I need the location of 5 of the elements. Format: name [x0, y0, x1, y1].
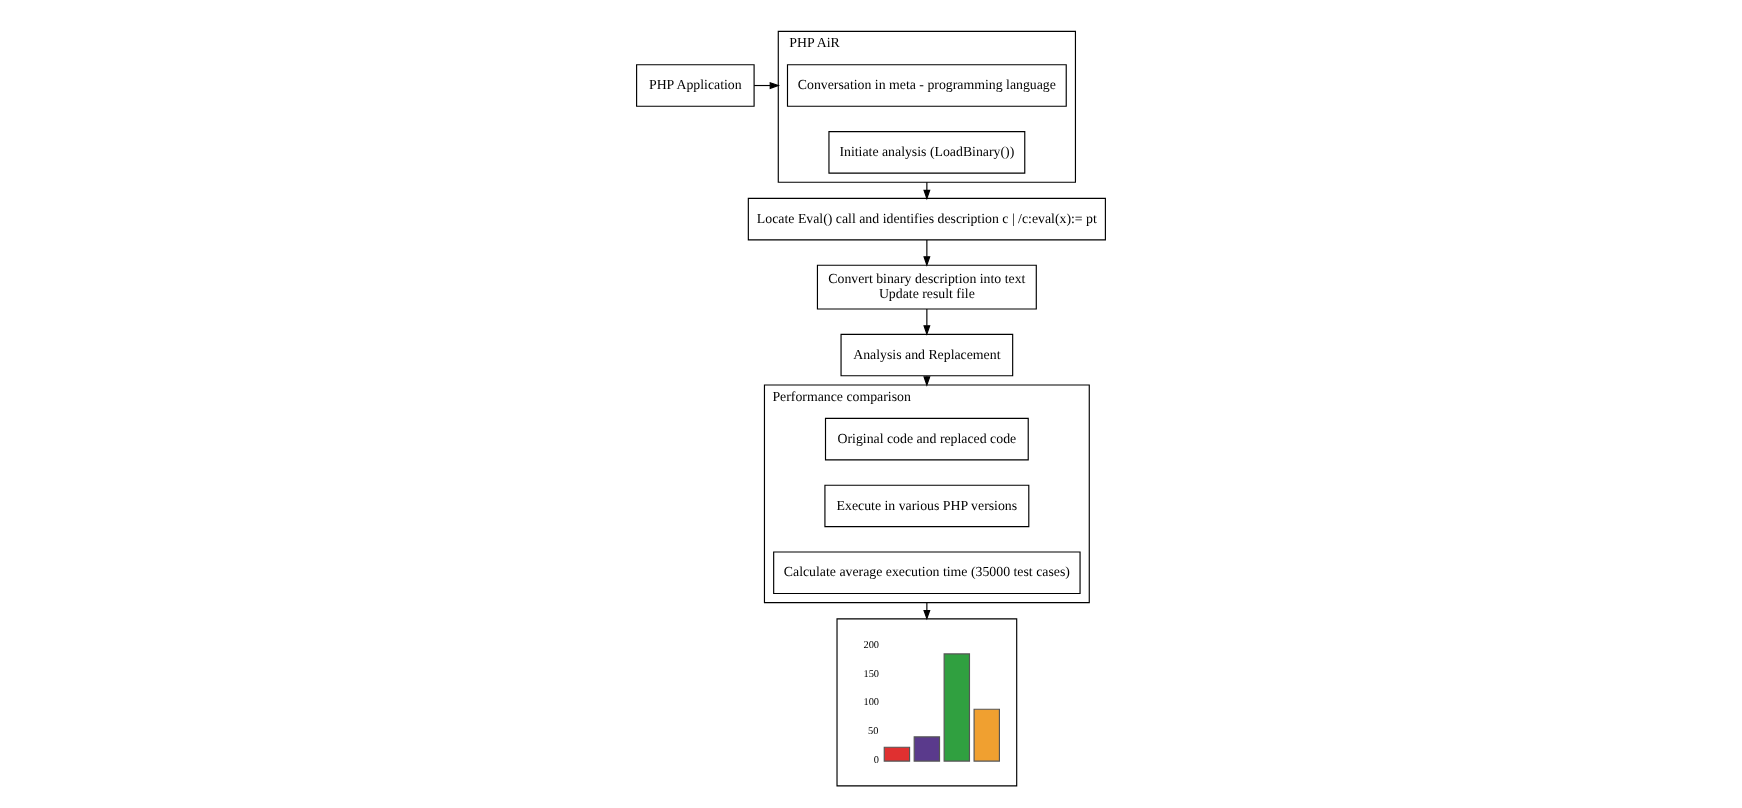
node-bar: [836, 618, 1018, 787]
arrow: [923, 602, 931, 621]
arrow: [923, 181, 931, 201]
arrow: [923, 308, 931, 336]
arrow: [923, 239, 931, 267]
